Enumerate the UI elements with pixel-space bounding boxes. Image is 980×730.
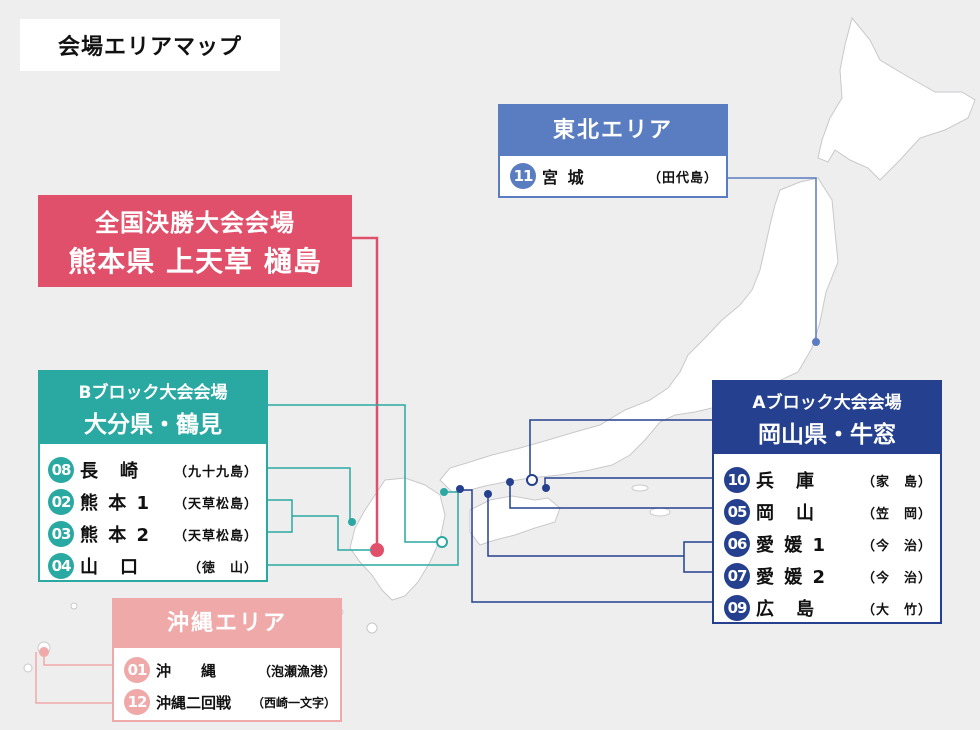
venue-location: （家 島）: [861, 474, 932, 490]
venue-name: 熊 本 2: [80, 525, 152, 546]
kyushu-landmass: [349, 477, 446, 601]
national-final-venue: 熊本県 上天草 樋島: [68, 244, 322, 278]
yamaguchi-dot: [440, 488, 448, 496]
venue-location: （西崎一文字）: [251, 695, 336, 710]
venue-name: 愛 媛 1: [756, 535, 828, 556]
venue-location: （徳 山）: [187, 560, 258, 576]
venue-location: （田代島）: [647, 170, 718, 186]
venue-number-badge: 11: [510, 163, 536, 189]
venue-row-04: 04 山 口 （徳 山）: [40, 550, 266, 582]
okinawa-connectors: [35, 652, 120, 704]
venue-location: （今 治）: [861, 538, 932, 554]
venue-number-badge: 09: [724, 595, 750, 621]
venue-name: 沖 縄: [156, 661, 217, 680]
venue-row-01: 01 沖 縄 （泡瀬漁港）: [114, 654, 340, 686]
venue-number-badge: 02: [48, 489, 74, 515]
venue-location: （笠 岡）: [861, 506, 932, 522]
okinawa-dot: [39, 647, 49, 657]
national-venue-dot: [370, 543, 384, 557]
venue-name: 山 口: [80, 557, 140, 578]
venue-number-badge: 10: [724, 467, 750, 493]
venue-row-02: 02 熊 本 1 （天草松島）: [40, 486, 266, 518]
venue-number-badge: 01: [124, 657, 150, 683]
national-final-label: 全国決勝大会会場: [95, 208, 295, 237]
venue-row-12: 12 沖縄二回戦 （西崎一文字）: [114, 686, 340, 718]
okinawa-header: 沖縄エリア: [114, 600, 340, 648]
ablock-main-dot: [526, 474, 538, 486]
hiroshima-dot: [456, 485, 464, 493]
national-connector: [352, 236, 379, 550]
tohoku-connector: [728, 177, 817, 340]
venue-name: 岡 山: [756, 503, 816, 524]
venue-row-11: 11 宮 城 （田代島）: [500, 156, 726, 196]
venue-row-05: 05 岡 山 （笠 岡）: [714, 496, 940, 528]
tohoku-venue-dot: [812, 338, 820, 346]
bblock-header: Bブロック大会会場 大分県・鶴見: [40, 372, 266, 444]
venue-location: （天草松島）: [173, 528, 258, 544]
venue-location: （九十九島）: [173, 464, 258, 480]
ehime-dot: [484, 490, 492, 498]
tohoku-header: 東北エリア: [500, 106, 726, 156]
nagasaki-dot: [348, 518, 356, 526]
ablock-header: Aブロック大会会場 岡山県・牛窓: [714, 382, 940, 454]
venue-row-09: 09 広 島 （大 竹）: [714, 592, 940, 624]
bblock-main-dot: [436, 536, 448, 548]
tohoku-panel: 東北エリア 11 宮 城 （田代島）: [498, 104, 728, 198]
venue-number-badge: 05: [724, 499, 750, 525]
ablock-header-title: Aブロック大会会場: [752, 392, 902, 413]
okayama-dot: [506, 478, 514, 486]
hokkaido-landmass: [817, 16, 976, 181]
shikoku-landmass: [469, 495, 561, 546]
venue-number-badge: 12: [124, 689, 150, 715]
venue-row-06: 06 愛 媛 1 （今 治）: [714, 528, 940, 560]
okinawa-panel: 沖縄エリア 01 沖 縄 （泡瀬漁港） 12 沖縄二回戦 （西崎一文字）: [112, 598, 342, 722]
venue-row-07: 07 愛 媛 2 （今 治）: [714, 560, 940, 592]
venue-name: 沖縄二回戦: [156, 693, 232, 712]
venue-number-badge: 04: [48, 553, 74, 579]
hyogo-dot: [542, 484, 550, 492]
venue-name: 愛 媛 2: [756, 567, 828, 588]
venue-location: （今 治）: [861, 570, 932, 586]
venue-row-08: 08 長 崎 （九十九島）: [40, 454, 266, 486]
national-final-panel: 全国決勝大会会場 熊本県 上天草 樋島: [38, 195, 352, 287]
venue-location: （大 竹）: [861, 602, 932, 618]
page-title: 会場エリアマップ: [20, 19, 280, 71]
venue-number-badge: 06: [724, 531, 750, 557]
venue-number-badge: 08: [48, 457, 74, 483]
venue-name: 宮 城: [542, 168, 586, 187]
venue-name: 熊 本 1: [80, 493, 152, 514]
venue-name: 広 島: [756, 599, 816, 620]
venue-row-03: 03 熊 本 2 （天草松島）: [40, 518, 266, 550]
venue-number-badge: 07: [724, 563, 750, 589]
bblock-connectors: [268, 404, 459, 566]
venue-name: 兵 庫: [756, 471, 816, 492]
venue-name: 長 崎: [80, 461, 140, 482]
venue-location: （天草松島）: [173, 496, 258, 512]
venue-location: （泡瀬漁港）: [257, 664, 336, 680]
venue-number-badge: 03: [48, 521, 74, 547]
ablock-panel: Aブロック大会会場 岡山県・牛窓 10 兵 庫 （家 島） 05 岡 山 （笠 …: [712, 380, 942, 624]
ablock-header-venue: 岡山県・牛窓: [758, 421, 896, 448]
bblock-panel: Bブロック大会会場 大分県・鶴見 08 長 崎 （九十九島） 02 熊 本 1 …: [38, 370, 268, 582]
bblock-header-venue: 大分県・鶴見: [84, 411, 222, 438]
venue-row-10: 10 兵 庫 （家 島）: [714, 464, 940, 496]
bblock-header-title: Bブロック大会会場: [78, 382, 228, 403]
